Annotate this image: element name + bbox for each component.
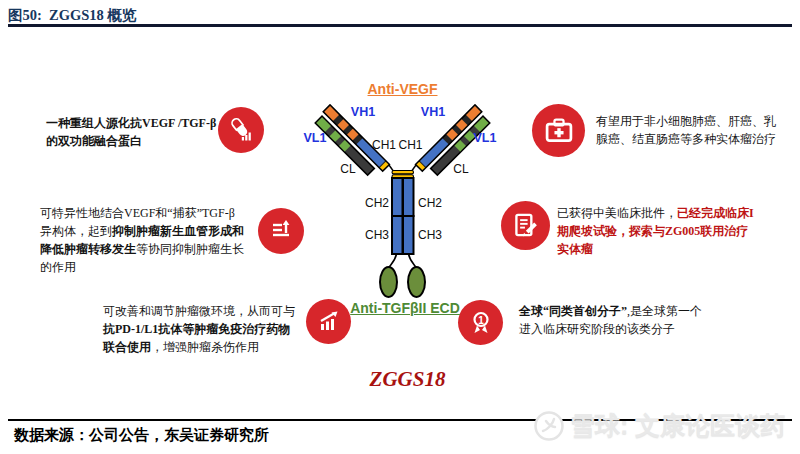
svg-text:VL1: VL1 xyxy=(304,131,327,145)
left-block-2: 可特异性地结合VEGF和“捕获”TGF-β 异构体，起到抑制肿瘤新生血管形成和 … xyxy=(40,204,244,276)
svg-text:VH1: VH1 xyxy=(351,105,375,119)
antibody-diagram: VH1 VH1 VL1 VL1 CH1 CH1 CL CL CH2 CH2 CH… xyxy=(280,68,530,318)
watermark: 雪球: 文康论医谈药 xyxy=(533,409,785,442)
text: 抑制肿瘤新生血管形成和 xyxy=(112,224,244,238)
pill-icon xyxy=(218,107,264,153)
text: 可改善和调节肿瘤微环境，从而可与 xyxy=(103,304,295,318)
fc-stem xyxy=(392,178,414,254)
right-tgf-linker xyxy=(409,254,417,268)
text: ，增强肿瘤杀伤作用 xyxy=(151,340,259,354)
text: 期爬坡试验，探索与ZG005联用治疗 xyxy=(557,224,748,238)
text: 可特异性地结合VEGF和“捕获”TGF-β xyxy=(40,206,235,220)
text: 抗PD-1/L1抗体等肿瘤免疫治疗药物 xyxy=(103,322,290,336)
svg-text:CH3: CH3 xyxy=(365,228,389,242)
watermark-text: 雪球: 文康论医谈药 xyxy=(570,409,785,442)
text: 一种重组人源化抗VEGF /TGF-β xyxy=(46,116,216,130)
text: 全球“同类首创分子” xyxy=(519,304,627,318)
data-source: 数据来源：公司公告，东吴证券研究所 xyxy=(14,426,269,445)
text: 降低肿瘤转移发生 xyxy=(40,242,136,256)
svg-text:CH1: CH1 xyxy=(398,138,422,152)
svg-text:VL1: VL1 xyxy=(474,131,497,145)
left-tgf-ecd xyxy=(380,267,397,297)
svg-text:CL: CL xyxy=(340,162,356,176)
right-block-1: 有望用于非小细胞肺癌、肝癌、乳 腺癌、结直肠癌等多种实体瘤治疗 xyxy=(596,112,776,148)
svg-text:CL: CL xyxy=(453,162,469,176)
figure-title: 图50: ZGGS18 概览 xyxy=(8,6,137,25)
text: ,是全球第一个 xyxy=(627,304,702,318)
text: 等协同抑制肿瘤生长 xyxy=(136,242,244,256)
svg-text:CH3: CH3 xyxy=(418,228,442,242)
text: 进入临床研究阶段的该类分子 xyxy=(519,322,675,336)
text: 腺癌、结直肠癌等多种实体瘤治疗 xyxy=(596,132,776,146)
text: 联合使用 xyxy=(103,340,151,354)
right-block-3: 全球“同类首创分子”,是全球第一个 进入临床研究阶段的该类分子 xyxy=(519,302,702,338)
text: 实体瘤 xyxy=(557,242,593,256)
title-rule xyxy=(8,24,792,27)
text: 的双功能融合蛋白 xyxy=(46,134,142,148)
right-block-2: 已获得中美临床批件，已经完成临床I 期爬坡试验，探索与ZG005联用治疗 实体瘤 xyxy=(557,204,754,258)
text: 已获得中美临床批件， xyxy=(557,206,677,220)
left-tgf-linker xyxy=(389,254,397,268)
left-block-3: 可改善和调节肿瘤微环境，从而可与 抗PD-1/L1抗体等肿瘤免疫治疗药物 联合使… xyxy=(103,302,295,356)
svg-text:CH2: CH2 xyxy=(365,196,389,210)
text: 有望用于非小细胞肺癌、肝癌、乳 xyxy=(596,114,776,128)
svg-text:VH1: VH1 xyxy=(421,105,445,119)
xueqiu-logo-icon xyxy=(533,410,565,442)
svg-text:CH2: CH2 xyxy=(418,196,442,210)
anti-tgf-label: Anti-TGFβII ECD xyxy=(320,300,490,316)
molecule-name: ZGGS18 xyxy=(330,367,485,392)
text: 异构体，起到 xyxy=(40,224,112,238)
right-tgf-ecd xyxy=(408,267,425,297)
svg-text:CH1: CH1 xyxy=(372,138,396,152)
first-aid-kit-icon xyxy=(532,104,585,157)
text: 已经完成临床I xyxy=(677,206,754,220)
left-block-1: 一种重组人源化抗VEGF /TGF-β 的双功能融合蛋白 xyxy=(46,114,216,150)
text: 的作用 xyxy=(40,260,76,274)
